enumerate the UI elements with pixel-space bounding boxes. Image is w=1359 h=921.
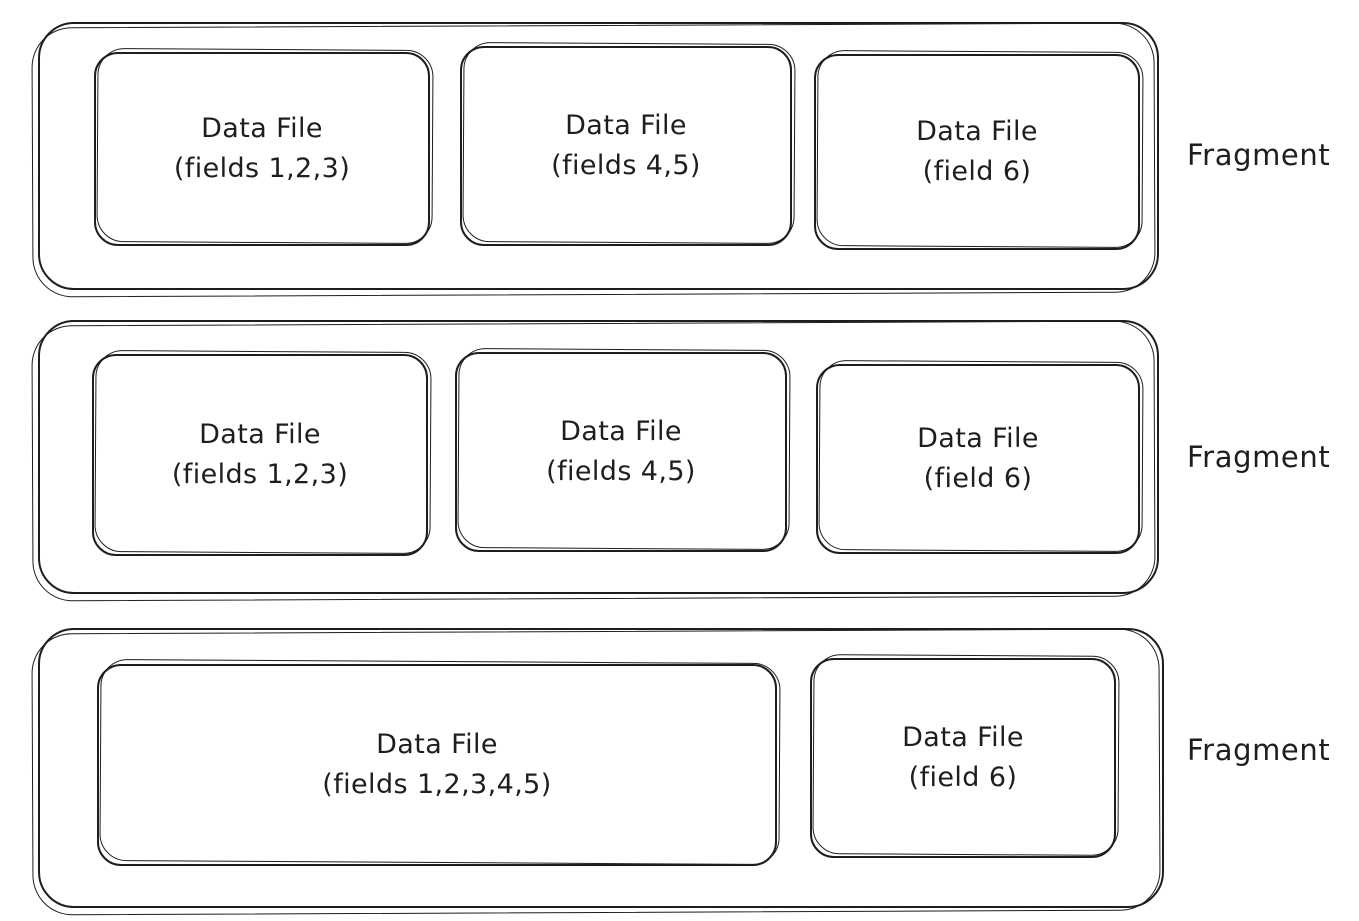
data-file-title: Data File [560,415,682,447]
data-file-title: Data File [916,115,1038,147]
fragment-2-data-file-fields-1-2-3: Data File (fields 1,2,3) [92,354,428,556]
fragment-1-label: Fragment [1187,138,1331,172]
fragment-1-container: Data File (fields 1,2,3) Data File (fiel… [38,22,1159,290]
fragment-1-data-file-fields-1-2-3: Data File (fields 1,2,3) [94,52,430,246]
fragment-2-container: Data File (fields 1,2,3) Data File (fiel… [38,320,1159,594]
fragment-1-data-file-field-6: Data File (field 6) [814,54,1140,250]
data-file-title: Data File [199,418,321,450]
data-file-subtitle: (fields 1,2,3) [173,153,351,184]
data-file-title: Data File [565,109,687,141]
data-file-subtitle: (field 6) [923,463,1033,494]
data-file-subtitle: (fields 1,2,3) [171,459,349,490]
fragment-3-data-file-fields-1-2-3-4-5: Data File (fields 1,2,3,4,5) [97,664,777,866]
fragment-3-data-file-field-6: Data File (field 6) [810,658,1116,858]
data-file-subtitle: (field 6) [922,156,1032,187]
data-file-subtitle: (fields 4,5) [551,150,701,181]
fragment-3-container: Data File (fields 1,2,3,4,5) Data File (… [38,628,1164,908]
fragment-1-data-file-fields-4-5: Data File (fields 4,5) [460,46,792,246]
data-file-title: Data File [917,422,1039,454]
data-file-subtitle: (field 6) [908,762,1018,793]
fragment-2-data-file-field-6: Data File (field 6) [816,364,1140,554]
data-file-subtitle: (fields 4,5) [546,456,696,487]
data-file-title: Data File [376,728,498,760]
fragment-2-label: Fragment [1187,440,1331,474]
fragment-3-label: Fragment [1187,733,1331,767]
data-file-title: Data File [201,112,323,144]
data-file-title: Data File [902,721,1024,753]
fragment-2-data-file-fields-4-5: Data File (fields 4,5) [455,352,787,552]
data-file-subtitle: (fields 1,2,3,4,5) [322,769,552,800]
